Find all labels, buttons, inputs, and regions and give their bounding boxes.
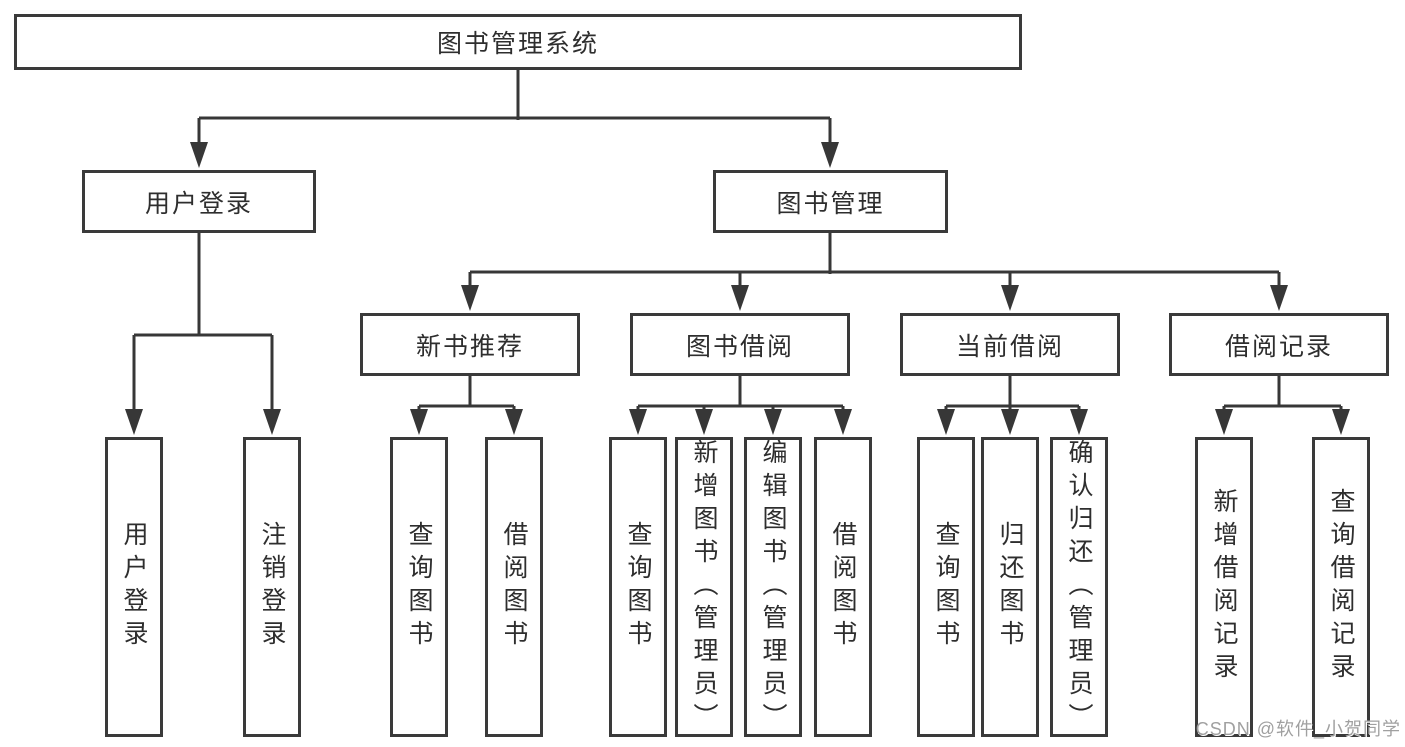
arrowhead-icons [125,142,1350,435]
leaf-add-book-admin: 新增图书（管理员） [675,437,733,737]
leaf-confirm-return-admin: 确认归还（管理员） [1050,437,1108,737]
leaf-query-books-recommend: 查询图书 [390,437,448,737]
leaf-borrow-books-borrowing: 借阅图书 [814,437,872,737]
leaf-query-books-current: 查询图书 [917,437,975,737]
connector-lines [132,70,1343,411]
node-new-book-recommend: 新书推荐 [360,313,580,376]
leaf-return-book: 归还图书 [981,437,1039,737]
node-root-system: 图书管理系统 [14,14,1022,70]
csdn-watermark: CSDN @软件_小贺同学 [1195,719,1401,739]
node-user-login-branch: 用户登录 [82,170,316,233]
leaf-query-books-borrowing: 查询图书 [609,437,667,737]
leaf-borrow-books-recommend: 借阅图书 [485,437,543,737]
leaf-user-login: 用户登录 [105,437,163,737]
node-borrowing-records: 借阅记录 [1169,313,1389,376]
leaf-add-borrow-record: 新增借阅记录 [1195,437,1253,737]
leaf-logout: 注销登录 [243,437,301,737]
node-book-management-branch: 图书管理 [713,170,948,233]
leaf-query-borrow-record: 查询借阅记录 [1312,437,1370,737]
leaf-edit-book-admin: 编辑图书（管理员） [744,437,802,737]
node-current-borrowing: 当前借阅 [900,313,1120,376]
node-book-borrowing: 图书借阅 [630,313,850,376]
